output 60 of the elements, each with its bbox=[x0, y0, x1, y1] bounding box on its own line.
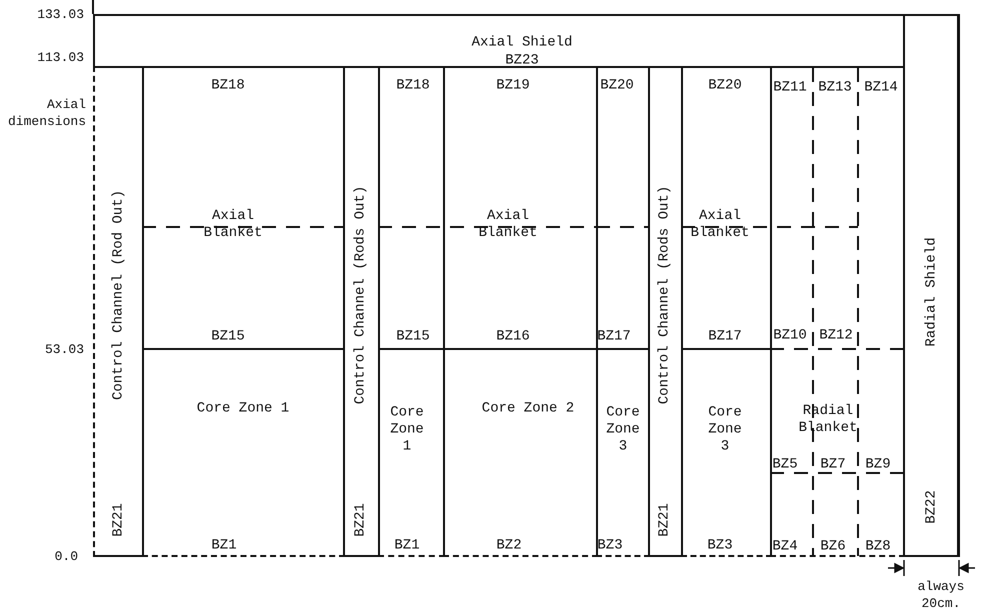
zone-label: BZ18 bbox=[211, 78, 245, 94]
zone-label: BZ11 bbox=[773, 80, 807, 96]
core-column bbox=[648, 66, 683, 557]
zone-label: Axial Blanket bbox=[478, 208, 538, 242]
channel-label: BZ21 bbox=[110, 503, 128, 537]
core-column bbox=[681, 66, 772, 557]
zone-label: BZ9 bbox=[865, 456, 891, 474]
core-column bbox=[596, 66, 650, 557]
zone-label: BZ5 bbox=[772, 456, 798, 474]
core-column bbox=[443, 66, 598, 557]
zone-label: BZ1 bbox=[394, 538, 420, 554]
core-column bbox=[343, 66, 380, 557]
shield-region bbox=[903, 14, 960, 557]
channel-label: BZ21 bbox=[656, 503, 674, 537]
zone-label: BZ4 bbox=[772, 538, 798, 556]
zone-label: BZ10 bbox=[773, 328, 807, 344]
zone-label: BZ3 bbox=[707, 538, 733, 554]
zone-label: BZ15 bbox=[396, 328, 430, 346]
core-column bbox=[142, 66, 345, 557]
zone-label: BZ17 bbox=[708, 328, 742, 346]
zone-label: BZ3 bbox=[597, 538, 623, 554]
zone-label: Core Zone 1 bbox=[389, 404, 425, 456]
zone-label: BZ16 bbox=[496, 328, 530, 346]
core-column bbox=[378, 66, 445, 557]
axis-label: Axial dimensions bbox=[6, 96, 86, 130]
zone-label: BZ6 bbox=[820, 538, 846, 556]
channel-label: Radial Shield bbox=[924, 237, 940, 347]
zone-label: BZ20 bbox=[708, 78, 742, 94]
axis-label: 53.03 bbox=[44, 341, 84, 358]
zone-label: BZ14 bbox=[864, 80, 898, 96]
zone-label: Core Zone 3 bbox=[605, 404, 641, 456]
zone-label: Axial Blanket bbox=[690, 208, 750, 242]
zone-label: Core Zone 1 bbox=[196, 400, 290, 418]
channel-label: Control Channel (Rods Out) bbox=[352, 186, 370, 404]
channel-label: Control Channel (Rod Out) bbox=[110, 190, 128, 400]
zone-label: Axial Blanket bbox=[202, 208, 264, 242]
zone-label: BZ8 bbox=[865, 538, 891, 556]
zone-label: BZ12 bbox=[819, 328, 853, 344]
zone-label: BZ15 bbox=[211, 328, 245, 346]
channel-label: Control Channel (Rods Out) bbox=[656, 186, 674, 404]
axis-label: 0.0 bbox=[54, 548, 78, 565]
zone-label: Core Zone 2 bbox=[482, 400, 574, 418]
axis-label: 113.03 bbox=[36, 49, 84, 66]
zone-label: BZ1 bbox=[211, 538, 237, 554]
dimension-label: always 20cm. bbox=[916, 578, 966, 612]
zone-label: BZ20 bbox=[600, 78, 634, 94]
zone-label: BZ17 bbox=[597, 328, 631, 346]
zone-label: BZ23 bbox=[505, 52, 539, 70]
zone-label: BZ19 bbox=[496, 78, 530, 94]
core-column bbox=[93, 66, 144, 557]
zone-label: BZ7 bbox=[820, 456, 846, 474]
zone-label: BZ13 bbox=[818, 80, 852, 96]
shield-region bbox=[93, 14, 905, 68]
zone-label: BZ2 bbox=[496, 538, 522, 554]
zone-label: BZ18 bbox=[396, 78, 430, 94]
axis-label: 133.03 bbox=[36, 6, 84, 23]
channel-label: BZ22 bbox=[924, 490, 940, 524]
channel-label: BZ21 bbox=[352, 503, 370, 537]
zone-label: Core Zone 3 bbox=[707, 404, 743, 456]
zone-label: Axial Shield bbox=[472, 34, 572, 52]
